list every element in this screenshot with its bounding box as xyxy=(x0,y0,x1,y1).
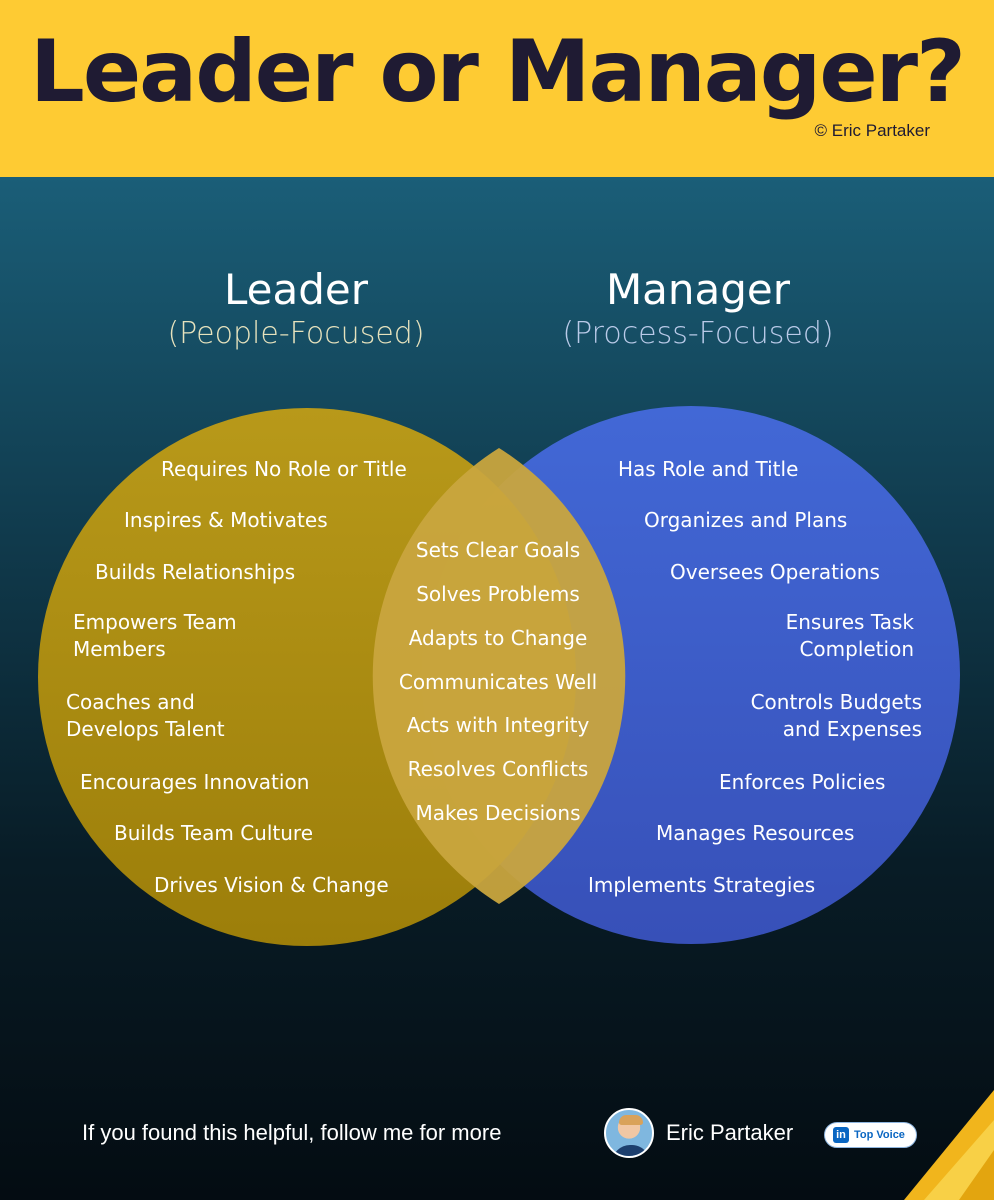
manager-title: Manager xyxy=(605,265,791,314)
venn-diagram: Leader (People-Focused) Manager (Process… xyxy=(0,177,994,1037)
footer: If you found this helpful, follow me for… xyxy=(0,1108,994,1164)
manager-item: Ensures Task Completion xyxy=(785,610,914,661)
leader-item: Drives Vision & Change xyxy=(154,873,389,897)
overlap-item: Makes Decisions xyxy=(415,801,581,825)
page-title: Leader or Manager? xyxy=(30,22,966,122)
leader-item: Builds Team Culture xyxy=(114,821,314,845)
leader-subtitle: (People-Focused) xyxy=(167,316,425,351)
follow-cta-text: If you found this helpful, follow me for… xyxy=(82,1120,502,1145)
manager-item: Controls Budgets and Expenses xyxy=(750,690,922,741)
overlap-item: Solves Problems xyxy=(416,582,580,606)
leader-item: Encourages Innovation xyxy=(80,770,310,794)
top-voice-badge: in Top Voice xyxy=(824,1122,917,1148)
leader-item: Inspires & Motivates xyxy=(124,508,328,532)
manager-subtitle: (Process-Focused) xyxy=(562,316,834,351)
manager-item: Enforces Policies xyxy=(719,770,886,794)
header-banner: Leader or Manager? © Eric Partaker xyxy=(0,0,994,177)
overlap-item: Sets Clear Goals xyxy=(415,538,581,562)
manager-item: Has Role and Title xyxy=(618,457,799,481)
leader-item: Requires No Role or Title xyxy=(161,457,407,481)
manager-item: Implements Strategies xyxy=(588,873,816,897)
overlap-item: Communicates Well xyxy=(398,670,598,694)
venn-circles xyxy=(38,406,960,946)
avatar-hair xyxy=(619,1115,643,1125)
manager-item: Manages Resources xyxy=(656,821,855,845)
overlap-item: Adapts to Change xyxy=(408,626,588,650)
copyright-text: © Eric Partaker xyxy=(814,121,931,140)
leader-item: Empowers Team Members xyxy=(73,610,237,661)
corner-accent xyxy=(904,1090,994,1200)
linkedin-icon: in xyxy=(833,1127,849,1143)
leader-title: Leader xyxy=(223,265,368,314)
leader-item: Coaches and Develops Talent xyxy=(66,690,225,741)
overlap-item: Acts with Integrity xyxy=(406,713,590,737)
avatar-shirt xyxy=(612,1145,650,1156)
manager-item: Organizes and Plans xyxy=(644,508,848,532)
author-name[interactable]: Eric Partaker xyxy=(666,1120,794,1145)
profile-photo-avatar[interactable] xyxy=(604,1108,654,1158)
badge-label: Top Voice xyxy=(854,1129,905,1141)
leader-item: Builds Relationships xyxy=(95,560,296,584)
overlap-item: Resolves Conflicts xyxy=(407,757,589,781)
overlap-region xyxy=(372,448,626,904)
manager-item: Oversees Operations xyxy=(670,560,880,584)
